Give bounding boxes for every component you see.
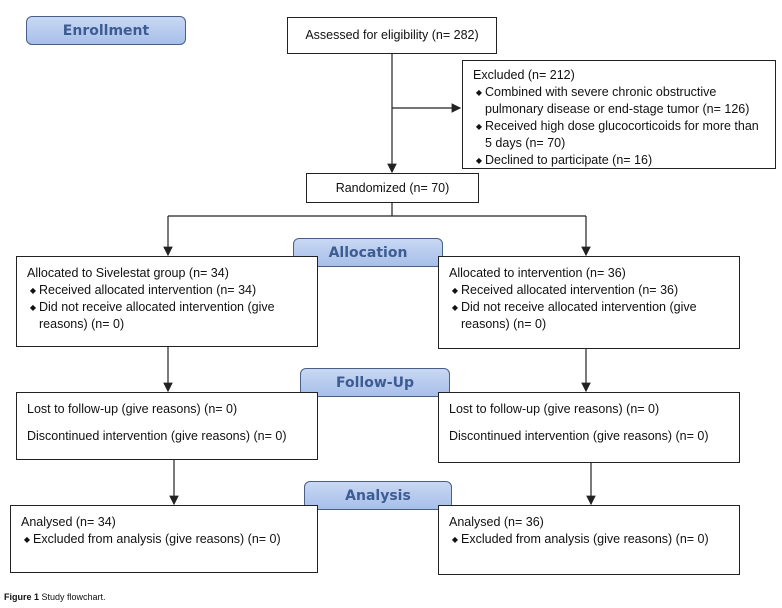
right-allocation-box: Allocated to intervention (n= 36) ◆ Rece… [438, 256, 740, 349]
bullet-icon: ◆ [451, 286, 459, 295]
analysis-stage-label: Analysis [304, 481, 452, 510]
figure-caption-label: Figure 1 [4, 592, 40, 602]
right-followup-box: Lost to follow-up (give reasons) (n= 0) … [438, 392, 740, 463]
left-allocation-box: Allocated to Sivelestat group (n= 34) ◆ … [16, 256, 318, 347]
randomized-text: Randomized (n= 70) [335, 180, 450, 195]
right-followup-discontinued: Discontinued intervention (give reasons)… [449, 429, 709, 443]
bullet-icon: ◆ [23, 535, 31, 544]
excluded-title: Excluded (n= 212) [473, 68, 575, 82]
bullet-icon: ◆ [29, 303, 37, 312]
right-analysis-title: Analysed (n= 36) [449, 515, 544, 529]
left-analysis-box: Analysed (n= 34) ◆ Excluded from analysi… [10, 505, 318, 573]
right-analysis-box: Analysed (n= 36) ◆ Excluded from analysi… [438, 505, 740, 575]
figure-caption-text: Study flowchart. [41, 592, 106, 602]
excluded-item: ◆ Combined with severe chronic obstructi… [473, 84, 769, 118]
allocation-stage-label: Allocation [293, 238, 443, 267]
excluded-item: ◆ Received high dose glucocorticoids for… [473, 118, 769, 152]
right-allocation-item: ◆ Received allocated intervention (n= 36… [449, 282, 731, 299]
assessed-text: Assessed for eligibility (n= 282) [305, 28, 479, 42]
right-analysis-item: ◆ Excluded from analysis (give reasons) … [449, 531, 733, 548]
bullet-icon: ◆ [29, 286, 37, 295]
right-allocation-title: Allocated to intervention (n= 36) [449, 266, 626, 280]
right-allocation-item: ◆ Did not receive allocated intervention… [449, 299, 731, 333]
enrollment-stage-label: Enrollment [26, 16, 186, 45]
left-analysis-item: ◆ Excluded from analysis (give reasons) … [21, 531, 311, 548]
bullet-icon: ◆ [475, 122, 483, 131]
left-followup-box: Lost to follow-up (give reasons) (n= 0) … [16, 392, 318, 460]
bullet-icon: ◆ [475, 156, 483, 165]
followup-stage-label: Follow-Up [300, 368, 450, 397]
right-followup-lost: Lost to follow-up (give reasons) (n= 0) [449, 402, 660, 416]
left-allocation-item: ◆ Did not receive allocated intervention… [27, 299, 311, 333]
excluded-item: ◆ Declined to participate (n= 16) [473, 152, 769, 169]
left-allocation-title: Allocated to Sivelestat group (n= 34) [27, 266, 229, 280]
left-analysis-title: Analysed (n= 34) [21, 515, 116, 529]
left-followup-discontinued: Discontinued intervention (give reasons)… [27, 429, 287, 443]
bullet-icon: ◆ [451, 303, 459, 312]
excluded-box: Excluded (n= 212) ◆ Combined with severe… [462, 60, 776, 169]
figure-caption: Figure 1 Study flowchart. [4, 592, 106, 602]
left-followup-lost: Lost to follow-up (give reasons) (n= 0) [27, 402, 238, 416]
randomized-box: Randomized (n= 70) [306, 173, 479, 203]
bullet-icon: ◆ [475, 88, 483, 97]
left-allocation-item: ◆ Received allocated intervention (n= 34… [27, 282, 311, 299]
assessed-box: Assessed for eligibility (n= 282) [287, 17, 497, 54]
bullet-icon: ◆ [451, 535, 459, 544]
